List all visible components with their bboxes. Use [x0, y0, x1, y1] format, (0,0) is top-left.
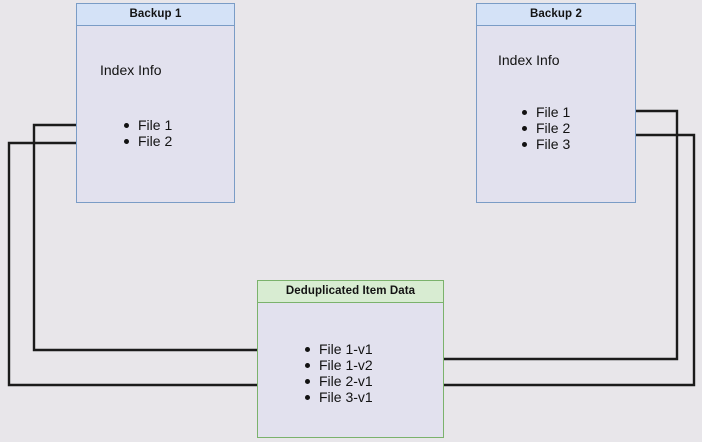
- list-item[interactable]: File 3: [520, 136, 570, 152]
- node-backup-1-caption: Index Info: [100, 62, 162, 78]
- node-backup-1[interactable]: Backup 1: [76, 3, 235, 203]
- node-deduplicated-item-data-file-list: File 1-v1 File 1-v2 File 2-v1 File 3-v1: [303, 341, 373, 405]
- node-backup-2-file-list: File 1 File 2 File 3: [520, 104, 570, 152]
- node-backup-2-header: Backup 2: [477, 4, 635, 26]
- list-item[interactable]: File 1: [520, 104, 570, 120]
- list-item[interactable]: File 3-v1: [303, 389, 373, 405]
- list-item[interactable]: File 1-v2: [303, 357, 373, 373]
- node-backup-2[interactable]: Backup 2: [476, 3, 636, 203]
- list-item[interactable]: File 1-v1: [303, 341, 373, 357]
- node-backup-2-caption: Index Info: [498, 52, 560, 68]
- node-deduplicated-item-data[interactable]: Deduplicated Item Data: [257, 280, 444, 438]
- node-backup-1-header: Backup 1: [77, 4, 234, 26]
- connector-backup2-file1: [393, 109, 679, 364]
- connector-backup1-file2: [7, 141, 303, 390]
- list-item[interactable]: File 2-v1: [303, 373, 373, 389]
- list-item[interactable]: File 1: [122, 117, 172, 133]
- list-item[interactable]: File 2: [520, 120, 570, 136]
- connector-backup2-file2: [393, 133, 696, 390]
- list-item[interactable]: File 2: [122, 133, 172, 149]
- node-backup-1-file-list: File 1 File 2: [122, 117, 172, 149]
- node-deduplicated-item-data-header: Deduplicated Item Data: [258, 281, 443, 303]
